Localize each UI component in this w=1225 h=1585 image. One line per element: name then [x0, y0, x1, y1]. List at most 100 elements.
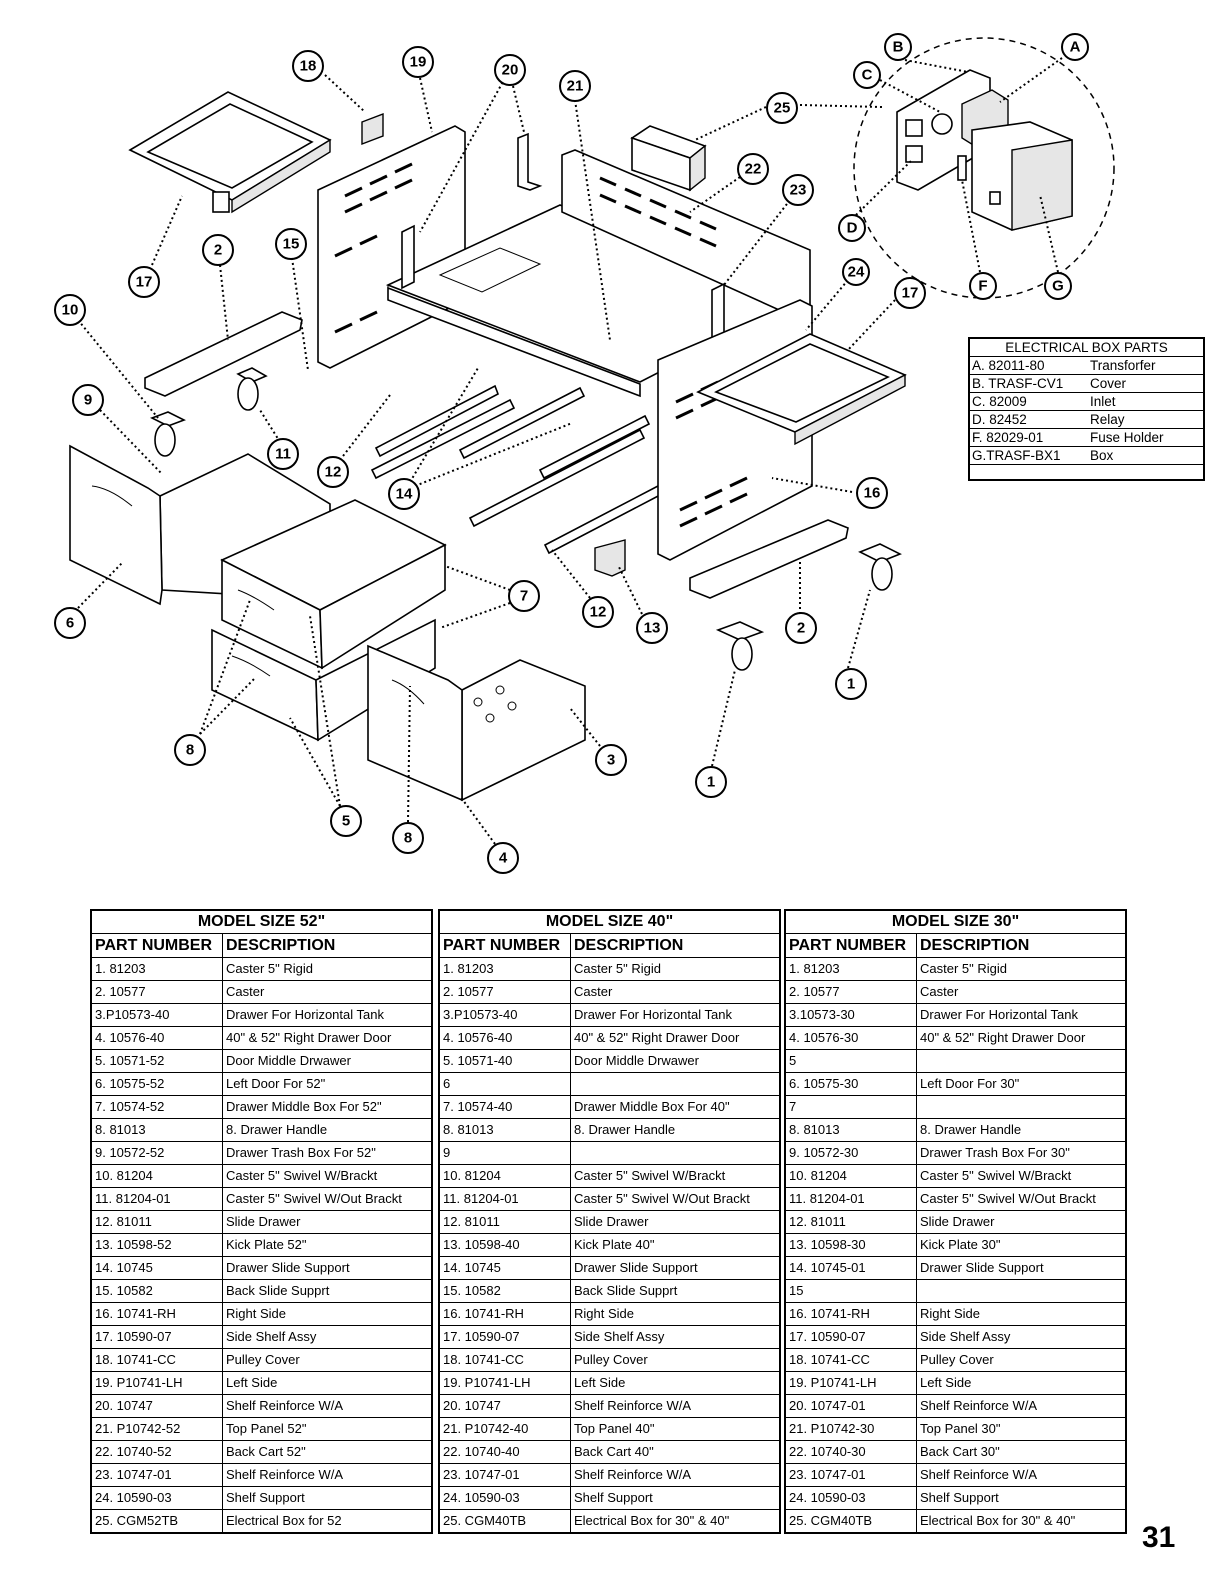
callout-15: 15 [275, 228, 307, 260]
caster-11 [236, 367, 268, 411]
part-number-cell: 3.10573-30 [786, 1004, 917, 1026]
description-cell: Kick Plate 52" [226, 1237, 307, 1252]
svg-text:19: 19 [410, 54, 427, 71]
description-cell: Back Slide Supprt [574, 1283, 678, 1298]
part-number-cell: 24. 10590-03 [92, 1487, 223, 1509]
description-cell: Caster 5" Swivel W/Brackt [226, 1168, 378, 1183]
part-number-cell: 25. CGM40TB [786, 1510, 917, 1532]
part-number-cell: 11. 81204-01 [786, 1188, 917, 1210]
part-number-cell: 4. 10576-30 [786, 1027, 917, 1049]
part-number-cell: 6. 10575-52 [92, 1073, 223, 1095]
description-cell [571, 1073, 779, 1095]
description-cell: Side Shelf Assy [226, 1329, 317, 1344]
svg-text:12: 12 [590, 604, 607, 621]
description-cell: Drawer For Horizontal Tank [920, 1007, 1078, 1022]
part-number-cell: 24. 10590-03 [786, 1487, 917, 1509]
part-number-cell: 22. 10740-52 [92, 1441, 223, 1463]
part-number-cell: 20. 10747 [440, 1395, 571, 1417]
description-cell: Drawer Middle Box For 52" [226, 1099, 382, 1114]
part-number-cell: 13. 10598-30 [786, 1234, 917, 1256]
part-number-cell: 15 [786, 1280, 917, 1302]
part-number-cell: 10. 81204 [92, 1165, 223, 1187]
description-cell: Shelf Reinforce W/A [574, 1398, 692, 1413]
part-number-cell: 2. 10577 [440, 981, 571, 1003]
part-number-cell: 7. 10574-52 [92, 1096, 223, 1118]
description-cell: Left Door For 52" [226, 1076, 326, 1091]
description-cell: Shelf Reinforce W/A [574, 1467, 692, 1482]
svg-text:13: 13 [644, 620, 661, 637]
part-number-cell: 19. P10741-LH [786, 1372, 917, 1394]
description-cell: Caster 5" Swivel W/Out Brackt [226, 1191, 402, 1206]
description-cell: Electrical Box for 30" & 40" [920, 1513, 1076, 1528]
part-number-cell: 9. 10572-52 [92, 1142, 223, 1164]
part-number-cell: 10. 81204 [440, 1165, 571, 1187]
table-title: MODEL SIZE 30" [786, 911, 1125, 934]
callout-2-left: 2 [202, 234, 234, 266]
svg-text:9: 9 [84, 392, 92, 409]
page-number: 31 [1142, 1521, 1176, 1554]
part-number-header: PART NUMBER [92, 934, 223, 957]
svg-text:17: 17 [902, 285, 919, 302]
part-number-cell: 12. 81011 [786, 1211, 917, 1233]
part-number-cell: 6 [440, 1073, 571, 1095]
back-cart-panel [561, 149, 811, 319]
part-number-cell: 6. 10575-30 [786, 1073, 917, 1095]
electrical-box-detail [853, 37, 1115, 299]
description-cell: Shelf Reinforce W/A [920, 1398, 1038, 1413]
callout-17-left: 17 [128, 266, 160, 298]
part-number-cell: 7 [786, 1096, 917, 1118]
description-cell: Caster 5" Swivel W/Out Brackt [574, 1191, 750, 1206]
description-cell: 8. Drawer Handle [574, 1122, 676, 1137]
description-cell: Side Shelf Assy [920, 1329, 1011, 1344]
description-cell: Right Side [226, 1306, 286, 1321]
callout-21: 21 [559, 70, 591, 102]
description-cell: Side Shelf Assy [574, 1329, 665, 1344]
svg-text:8: 8 [186, 742, 194, 759]
description-cell: Door Middle Drwawer [226, 1053, 351, 1068]
part-number-cell: 20. 10747-01 [786, 1395, 917, 1417]
svg-text:C: C [862, 67, 873, 84]
electrical-row-blank [970, 465, 1203, 479]
svg-text:2: 2 [797, 620, 805, 637]
drawer-slides [370, 384, 664, 555]
svg-text:23: 23 [790, 182, 807, 199]
callout-22: 22 [737, 153, 769, 185]
callout-16: 16 [856, 477, 888, 509]
description-cell: Drawer Slide Support [920, 1260, 1044, 1275]
svg-text:2: 2 [214, 242, 222, 259]
callout-D: D [838, 214, 866, 242]
part-number-cell: 15. 10582 [440, 1280, 571, 1302]
description-cell: Caster [226, 984, 265, 999]
part-number-cell: 16. 10741-RH [786, 1303, 917, 1325]
description-cell: Back Cart 52" [226, 1444, 306, 1459]
callout-2-right: 2 [785, 612, 817, 644]
description-cell: Right Side [574, 1306, 634, 1321]
